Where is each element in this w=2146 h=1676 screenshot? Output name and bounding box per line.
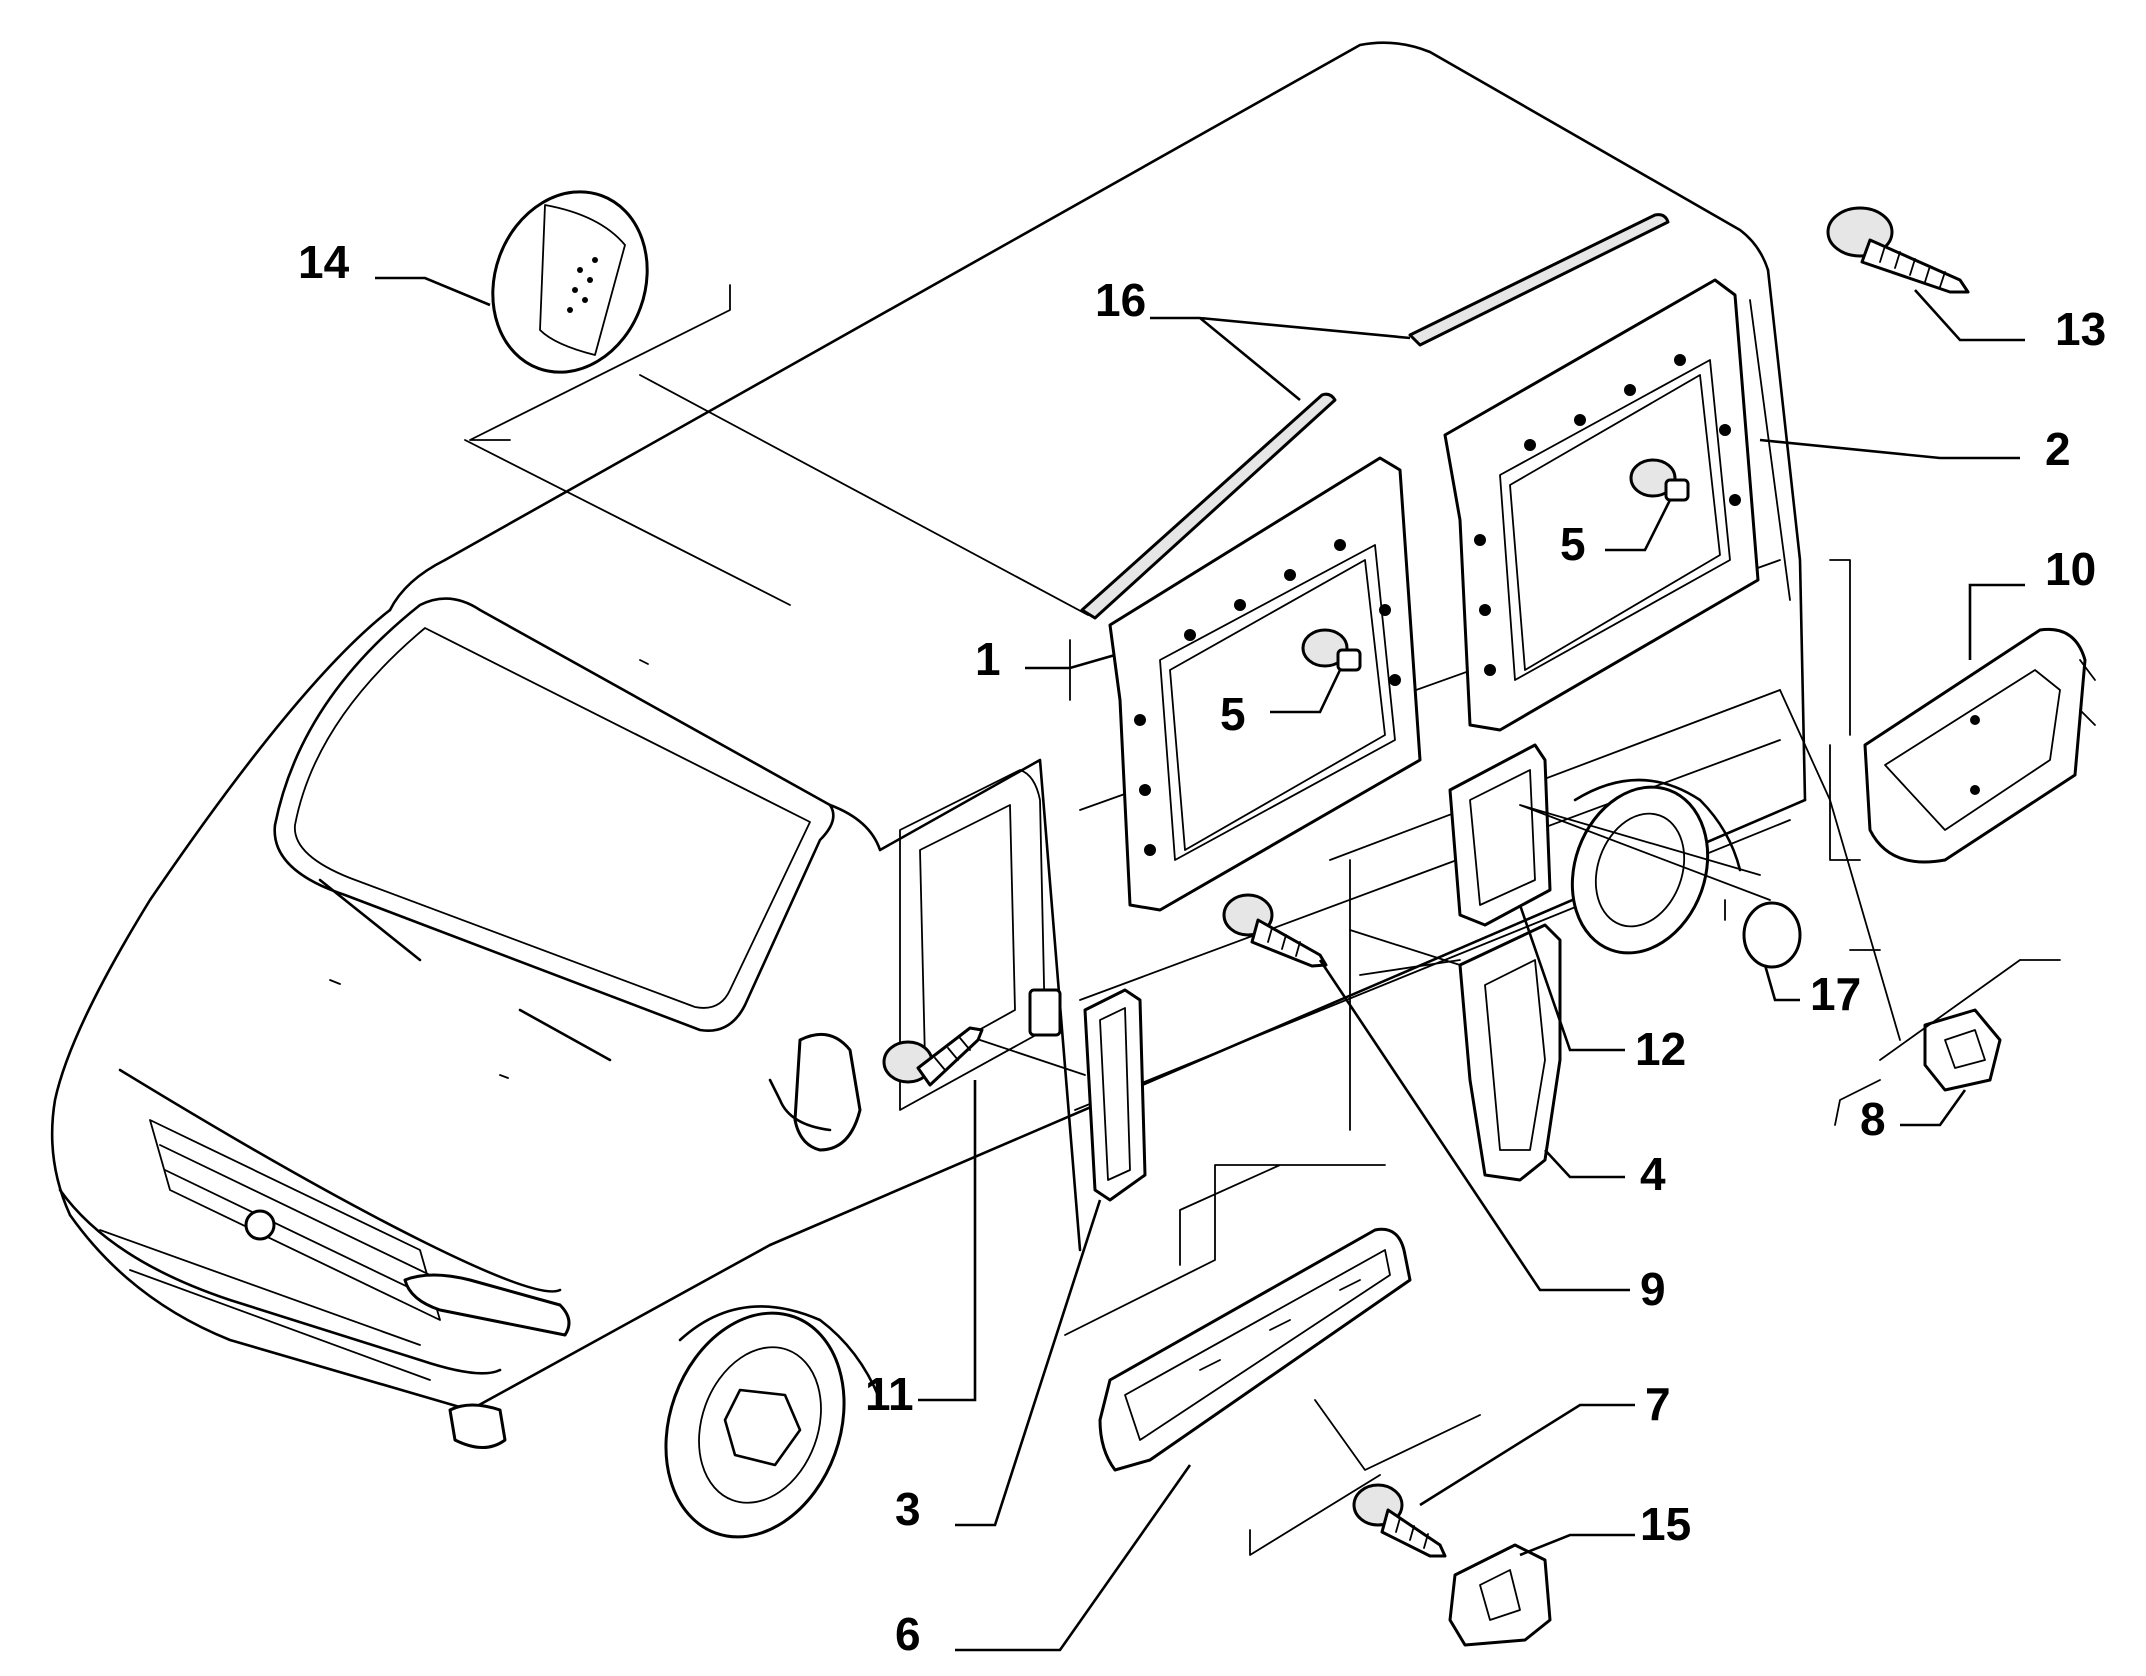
part-7-screw — [1352, 1483, 1447, 1558]
part-5-fastener-rear — [1629, 458, 1690, 502]
leader-lines — [375, 276, 2061, 1652]
callout-1: 1 — [975, 633, 1001, 685]
callout-8: 8 — [1860, 1093, 1886, 1145]
callout-12: 12 — [1635, 1023, 1686, 1075]
part-9-screw — [1222, 893, 1328, 968]
callout-5-front: 5 — [1220, 688, 1246, 740]
part-6-lower-panel — [1098, 1227, 1412, 1472]
callout-3: 3 — [895, 1483, 921, 1535]
callout-6: 6 — [895, 1608, 921, 1660]
part-5-fastener-front — [1301, 628, 1362, 672]
part-3-door-trim-strip — [1083, 988, 1147, 1202]
callout-7: 7 — [1645, 1378, 1671, 1430]
callout-10: 11 — [865, 1368, 914, 1420]
callout-9: 9 — [1640, 1263, 1666, 1315]
part-16-roof-rail-trims — [1080, 213, 1670, 620]
part-4-pillar-trim — [1458, 923, 1562, 1182]
part-8-clip — [1923, 1008, 2002, 1092]
part-2-side-window-trim-rear — [1443, 278, 1760, 732]
callout-11: 10 — [2045, 543, 2096, 595]
part-15-clip — [1448, 1543, 1552, 1647]
callout-4: 4 — [1640, 1148, 1666, 1200]
part-14-round-cover — [491, 190, 649, 374]
callout-labels: 14 16 13 2 10 1 5 5 17 12 8 4 9 11 7 3 1… — [298, 236, 2106, 1660]
part-17-plug — [1742, 901, 1802, 969]
part-11-trim-cap — [1863, 627, 2096, 864]
part-10-screw — [882, 1026, 984, 1087]
callout-5-rear: 5 — [1560, 518, 1586, 570]
callout-15: 15 — [1640, 1498, 1691, 1550]
van-illustration — [50, 41, 1807, 1539]
callout-16: 16 — [1095, 274, 1146, 326]
part-1-side-window-trim-front — [1108, 456, 1422, 912]
callout-13: 13 — [2055, 303, 2106, 355]
part-12-handle-cover — [1448, 743, 1552, 927]
callout-17: 17 — [1810, 968, 1861, 1020]
callout-2: 2 — [2045, 423, 2071, 475]
part-13-screw — [1826, 206, 1970, 294]
callout-14: 14 — [298, 236, 350, 288]
